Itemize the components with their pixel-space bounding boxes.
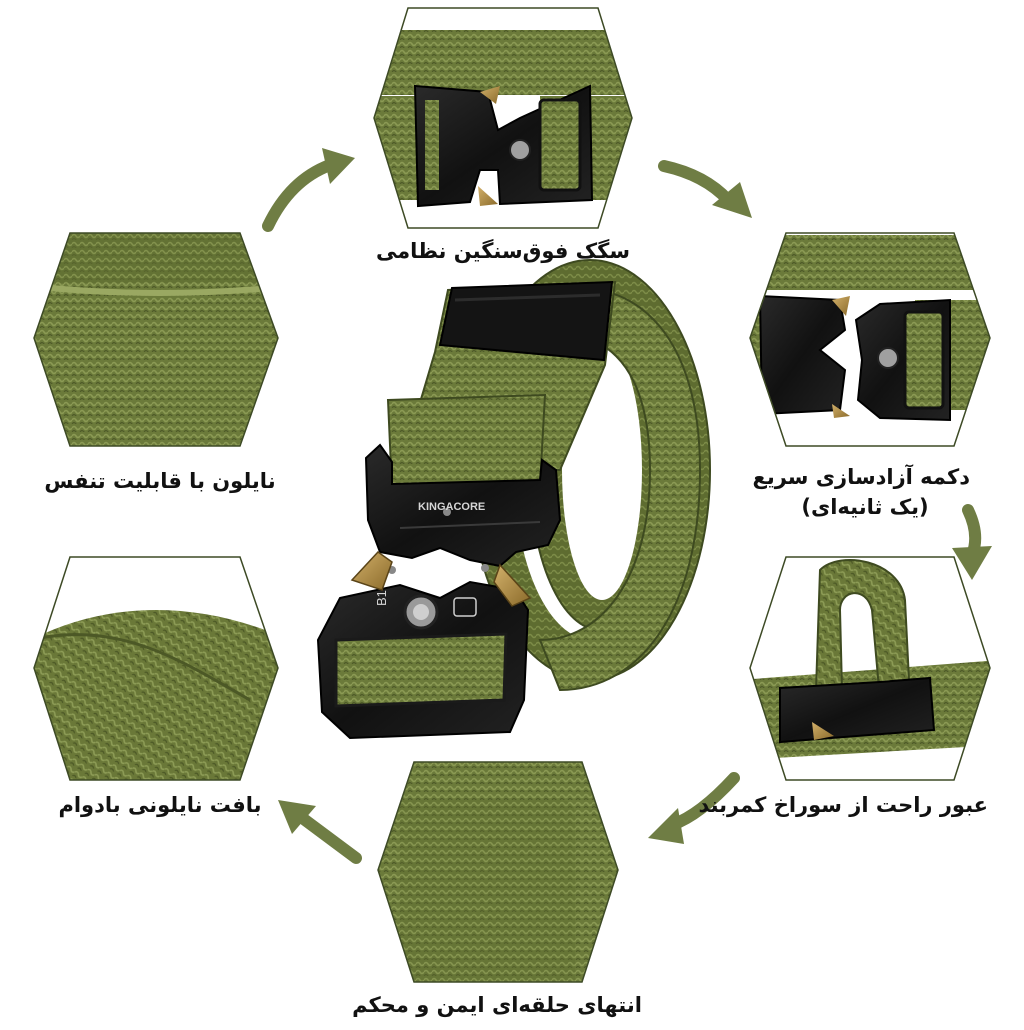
hex-heavy-duty-buckle <box>373 7 633 229</box>
arrow-top-left-icon <box>262 148 355 232</box>
flow-arrows <box>262 148 992 864</box>
arrow-top-right-icon <box>658 160 752 218</box>
buckle-code-text: B1 <box>374 590 389 606</box>
buckle-brand-text: KINGACORE <box>418 501 485 513</box>
caption-heavy-duty-buckle: سگک فوق‌سنگین نظامی <box>375 239 630 263</box>
arrow-right-down-icon <box>952 504 992 580</box>
hex-breathable-nylon <box>33 232 279 447</box>
hex-quick-release-button <box>749 232 991 447</box>
arrow-bottom-left-icon <box>278 800 362 864</box>
caption-secure-end-loop: انتهای حلقه‌ای ایمن و محکم <box>352 993 642 1017</box>
hex-secure-end-loop <box>377 761 619 983</box>
hex-easy-loop-pass <box>749 556 991 781</box>
caption-quick-release-line1: دکمه آزادسازی سریع <box>752 465 970 489</box>
hex-durable-nylon-weave <box>33 556 279 781</box>
arrow-bottom-right-icon <box>648 772 740 844</box>
caption-durable-weave: بافت نایلونی بادوام <box>58 793 262 817</box>
caption-quick-release-line2: (یک ثانیه‌ای) <box>801 495 929 519</box>
belt-product-image: KINGACORE B1 <box>316 259 711 740</box>
caption-easy-loop-pass: عبور راحت از سوراخ کمربند <box>698 793 988 817</box>
caption-breathable-nylon: نایلون با قابلیت تنفس <box>44 469 276 493</box>
